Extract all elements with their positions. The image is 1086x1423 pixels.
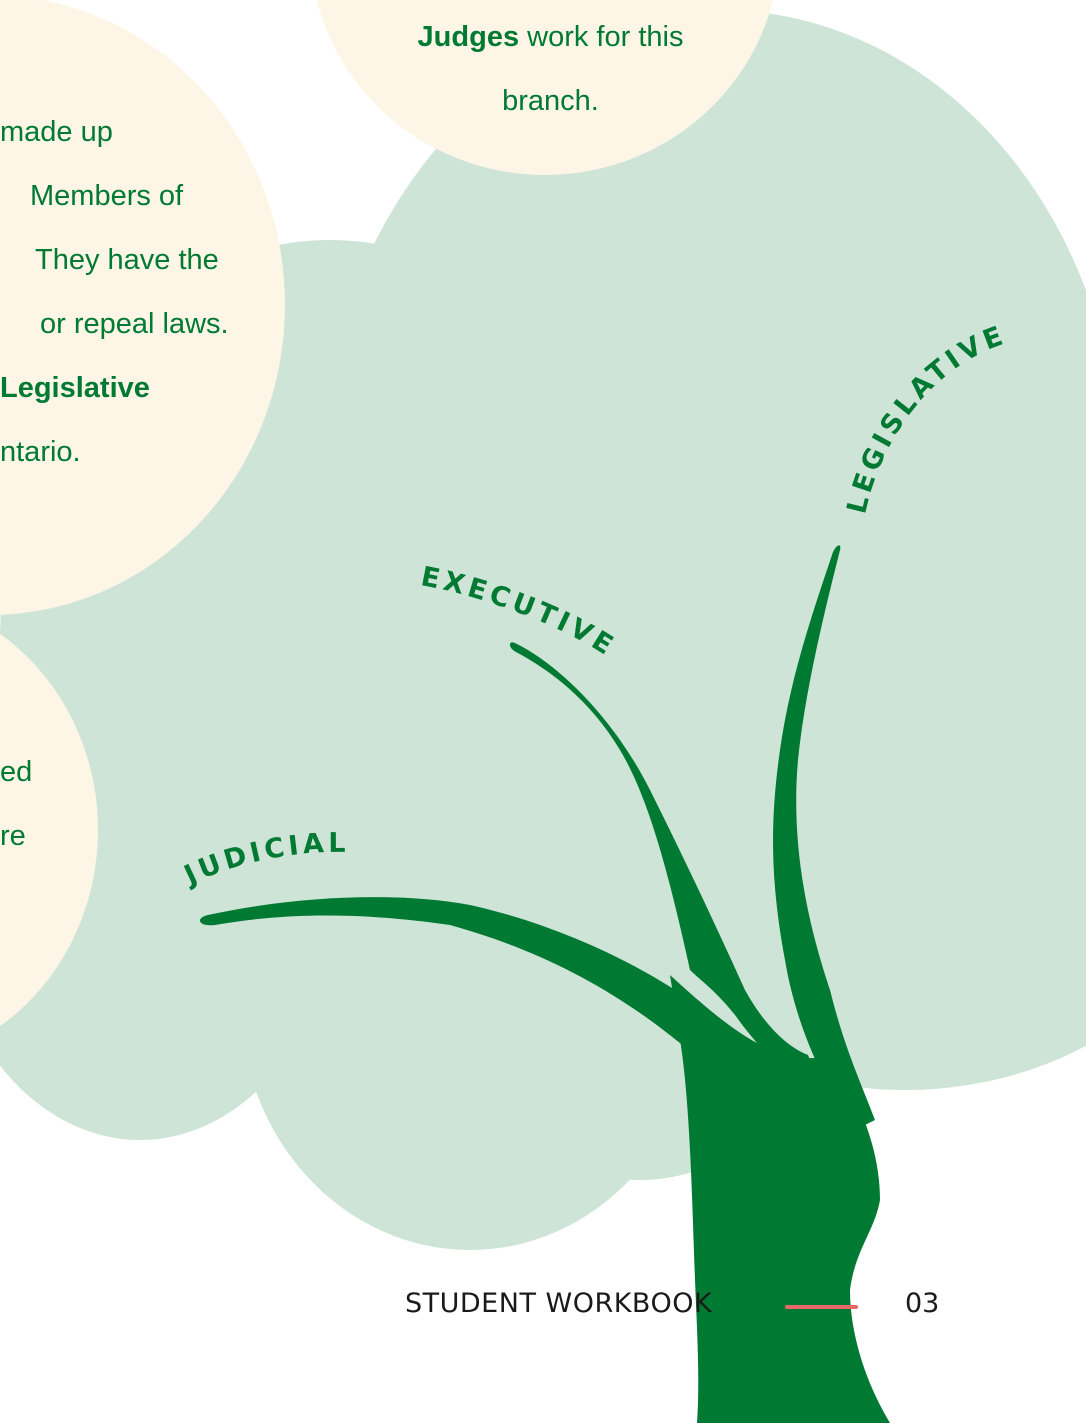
judicial-branch bbox=[199, 897, 700, 1060]
executive-branch bbox=[509, 642, 830, 1110]
executive-line-1: ed bbox=[0, 756, 33, 788]
tree-trunk bbox=[199, 545, 890, 1423]
legislative-description: made up Members of They have the or repe… bbox=[0, 100, 229, 484]
legislative-line-2: Members of bbox=[30, 180, 184, 212]
info-bubbles bbox=[0, 0, 774, 1027]
legislative-line-4: or repeal laws. bbox=[40, 308, 229, 340]
legislative-line-6: ntario. bbox=[0, 436, 81, 468]
footer-title: STUDENT WORKBOOK bbox=[405, 1288, 713, 1319]
trunk-main bbox=[670, 975, 890, 1423]
judicial-description: Judges work for this branch. bbox=[398, 5, 703, 133]
judicial-line-2: branch. bbox=[502, 85, 599, 117]
executive-description: ed re bbox=[0, 740, 32, 868]
judicial-line-1: Judges work for this bbox=[398, 5, 703, 69]
legislative-line-3: They have the bbox=[35, 244, 219, 276]
legislative-branch bbox=[773, 545, 875, 1130]
page-number: 03 bbox=[905, 1288, 940, 1319]
legislative-term: Legislative bbox=[0, 372, 150, 404]
executive-info-bubble bbox=[0, 633, 98, 1027]
judicial-line-1-rest: work for this bbox=[519, 21, 684, 53]
executive-line-2: re bbox=[0, 820, 26, 852]
judges-term: Judges bbox=[417, 21, 520, 53]
judicial-info-bubble bbox=[316, 0, 774, 175]
footer-divider bbox=[785, 1305, 858, 1309]
legislative-info-bubble bbox=[0, 0, 285, 615]
legislative-line-1: made up bbox=[0, 116, 113, 148]
